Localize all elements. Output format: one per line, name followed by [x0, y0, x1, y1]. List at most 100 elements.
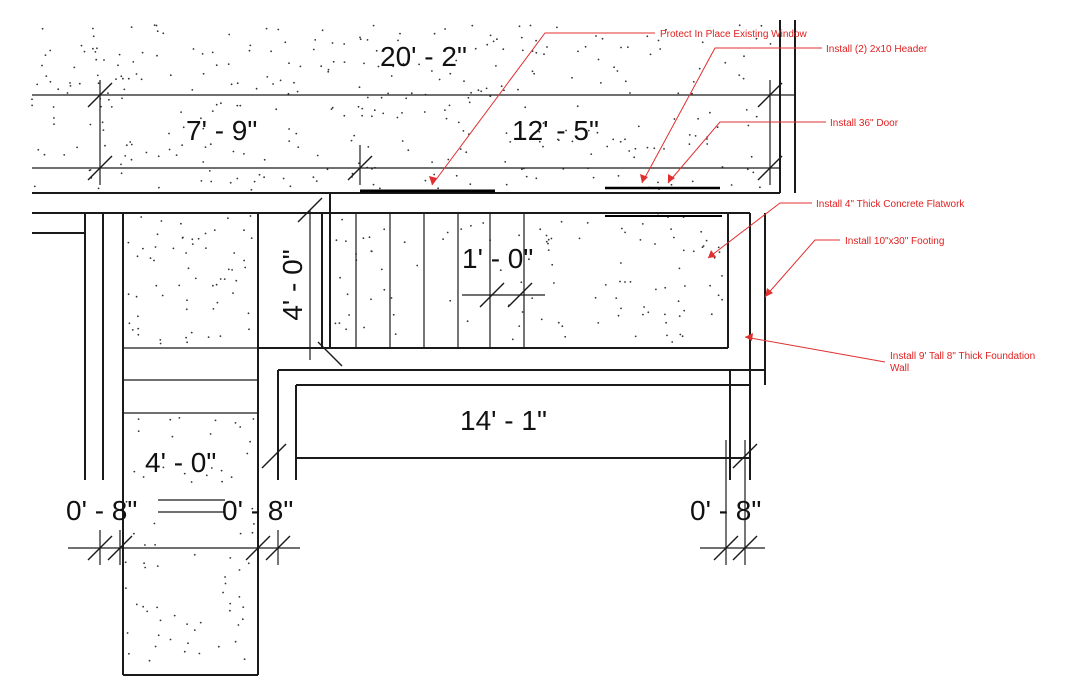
- stipple-dot: [633, 156, 636, 159]
- stipple-dot: [127, 77, 130, 80]
- stipple-dot: [664, 286, 667, 289]
- stipple-dot: [140, 216, 143, 218]
- stipple-dot: [627, 46, 629, 48]
- stipple-dot: [205, 474, 208, 477]
- stipple-dot: [191, 243, 194, 246]
- stipple-dot: [717, 294, 720, 297]
- stipple-dot: [263, 158, 266, 161]
- stipple-dot: [331, 42, 334, 44]
- stipple-dot: [416, 264, 419, 267]
- stipple-dot: [620, 307, 622, 310]
- stipple-dot: [327, 70, 330, 73]
- stipple-dot: [183, 650, 186, 653]
- stipple-dot: [540, 318, 543, 321]
- stipple-dot: [509, 141, 512, 143]
- stipple-dot: [45, 75, 48, 77]
- stipple-dot: [76, 146, 78, 149]
- stipple-dot: [431, 161, 433, 164]
- stipple-dot: [535, 39, 537, 42]
- stipple-dot: [467, 96, 470, 99]
- stipple-dot: [154, 246, 157, 248]
- stipple-dot: [539, 228, 542, 231]
- stipple-dot: [587, 129, 590, 132]
- stipple-dot: [750, 155, 753, 158]
- stipple-dot: [130, 143, 133, 146]
- stipple-dot: [444, 109, 446, 111]
- stipple-dot: [619, 140, 622, 143]
- stipple-dot: [133, 532, 135, 535]
- stipple-dot: [233, 252, 236, 254]
- stipple-dot: [499, 269, 502, 272]
- stipple-dot: [357, 105, 360, 108]
- stipple-dot: [33, 185, 36, 188]
- stipple-dot: [665, 321, 667, 324]
- stipple-dot: [250, 237, 253, 240]
- stipple-dot: [489, 34, 492, 37]
- stipple-dot: [211, 110, 214, 112]
- stipple-dot: [215, 103, 218, 106]
- stipple-dot: [229, 609, 231, 612]
- stipple-dot: [227, 217, 229, 220]
- stipple-dot: [229, 557, 232, 559]
- stipple-dot: [289, 185, 292, 188]
- stipple-dot: [214, 419, 217, 422]
- stipple-dot: [53, 117, 55, 119]
- stipple-dot: [673, 118, 676, 120]
- stipple-dot: [279, 79, 282, 82]
- stipple-dot: [148, 659, 151, 662]
- stipple-dot: [104, 144, 106, 147]
- stipple-dot: [204, 232, 207, 235]
- stipple-dot: [518, 325, 521, 327]
- stipple-dot: [521, 311, 524, 313]
- stipple-dot: [178, 284, 181, 287]
- stipple-dot: [209, 433, 212, 435]
- stipple-dot: [293, 81, 295, 84]
- stipple-dot: [373, 109, 376, 112]
- stipple-dot: [168, 132, 170, 135]
- stipple-dot: [252, 418, 255, 420]
- stipple-dot: [110, 106, 113, 108]
- existing-slab-outline: [32, 20, 796, 194]
- stipple-dot: [546, 46, 548, 48]
- stipple-dot: [597, 322, 600, 324]
- stipple-dot: [671, 341, 674, 343]
- stipple-dot: [36, 83, 39, 86]
- stipple-dot: [332, 60, 335, 63]
- stipple-dot: [185, 308, 188, 311]
- stipple-dot: [492, 40, 495, 43]
- stipple-dot: [253, 523, 255, 525]
- stipple-dot: [576, 105, 579, 108]
- stipple-dot: [234, 422, 237, 424]
- stipple-dot: [397, 39, 399, 42]
- stipple-dot: [338, 322, 341, 324]
- stipple-dot: [156, 233, 159, 236]
- stipple-dot: [108, 98, 110, 101]
- stipple-dot: [288, 62, 290, 65]
- stipple-dot: [169, 638, 172, 641]
- stipple-dot: [185, 252, 188, 254]
- stipple-dot: [330, 108, 333, 110]
- stipple-dot: [606, 145, 609, 148]
- stipple-dot: [694, 135, 697, 137]
- stipple-dot: [211, 51, 214, 54]
- stipple-dot: [215, 283, 218, 286]
- stipple-dot: [448, 104, 451, 107]
- stipple-dot: [366, 39, 369, 41]
- stipple-dot: [577, 50, 579, 53]
- stipple-dot: [637, 125, 640, 128]
- annotation-leaders: [429, 32, 886, 363]
- stipple-dot: [363, 62, 365, 65]
- stipple-dot: [655, 288, 657, 291]
- stipple-dot: [143, 562, 146, 565]
- stipple-dot: [617, 314, 620, 317]
- stipple-dot: [547, 242, 549, 245]
- stipple-dot: [243, 229, 245, 232]
- stipple-dot: [505, 132, 508, 135]
- stipple-dot: [153, 522, 156, 525]
- stipple-dot: [186, 623, 189, 625]
- stipple-dot: [485, 87, 488, 90]
- stipple-dot: [162, 32, 165, 35]
- stipple-dot: [125, 500, 128, 503]
- stipple-dot: [191, 89, 194, 91]
- stipple-dot: [295, 132, 298, 135]
